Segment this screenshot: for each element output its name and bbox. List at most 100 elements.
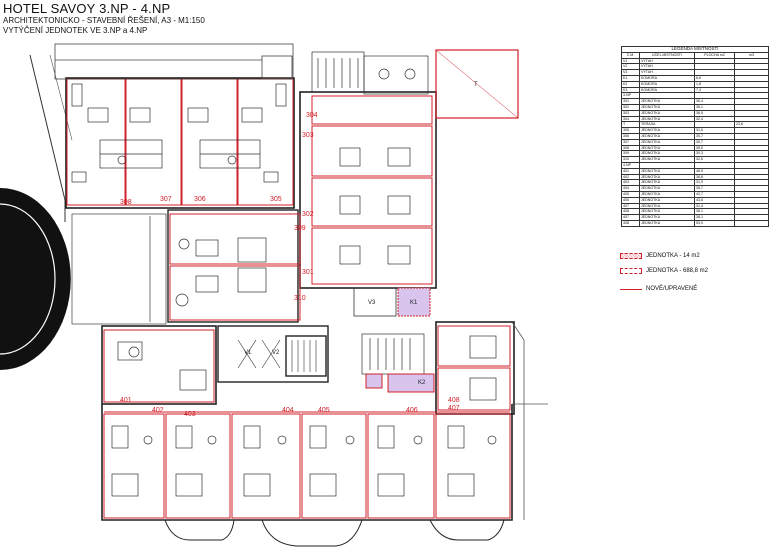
key-swatch-dashed (620, 268, 642, 274)
key-label: JEDNOTKA - 688,8 m2 (646, 268, 709, 274)
legend-cell (734, 138, 769, 146)
room-label: 307 (160, 196, 172, 203)
key-label: NOVÉ/UPRAVENÉ (646, 286, 698, 292)
key-new: NOVÉ/UPRAVENÉ (620, 286, 697, 292)
key-unit-total: JEDNOTKA - 688,8 m2 (620, 268, 708, 274)
mid-left-furniture (175, 237, 267, 307)
left-diagonal-wall-2 (49, 54, 73, 141)
terrace-diagonal (435, 49, 519, 119)
right-block-furniture (339, 55, 429, 265)
bay-windows (164, 519, 505, 547)
left-diagonal-wall (29, 54, 66, 222)
room-label: 301 (302, 269, 314, 276)
unit-401-border (103, 329, 215, 403)
storage-K1 (397, 287, 431, 317)
room-label: 406 (406, 407, 418, 414)
legend-cell: 53,0 (694, 219, 735, 227)
upper-wing-outline (65, 77, 295, 209)
storage-K2 (387, 373, 435, 393)
drawing-subtitle: ARCHITEKTONICKO - STAVEBNÍ ŘEŠENÍ, A3 - … (3, 16, 205, 25)
legend-cell (734, 202, 769, 210)
right-block-units (311, 95, 433, 285)
room-label: 306 (194, 196, 206, 203)
storage-label-k1: K1 (410, 300, 418, 306)
room-label: 302 (302, 211, 314, 218)
upper-stair (311, 51, 365, 93)
legend-cell (734, 214, 769, 221)
lower-wing-outline (101, 404, 513, 521)
legend-cell: 408 (621, 219, 640, 227)
room-label: 304 (306, 112, 318, 119)
core-block (217, 325, 329, 383)
legend-cell (734, 127, 769, 134)
legend-cell (734, 190, 769, 198)
legend-cell (734, 156, 769, 163)
elevator-label-v3: V3 (368, 300, 376, 306)
key-unit-small: JEDNOTKA - 14 m2 (620, 253, 700, 259)
upper-wing-units (66, 78, 294, 206)
mid-left-units (169, 213, 301, 321)
room-label: 404 (282, 407, 294, 414)
left-courtyard (71, 213, 167, 325)
drawing-title: HOTEL SAVOY 3.NP - 4.NP (3, 1, 171, 16)
core-stair (291, 340, 317, 372)
room-label: 405 (318, 407, 330, 414)
legend-cell (734, 150, 769, 158)
room-label: 308 (120, 199, 132, 206)
elevator-label-v2: V2 (272, 350, 280, 356)
legend-cell: JEDNOTKA (639, 219, 695, 227)
lower-wing-furniture (111, 425, 497, 497)
room-label: 407 (448, 405, 460, 412)
room-label: 408 (448, 397, 460, 404)
legend-cell (734, 132, 769, 140)
elevator-label-v1: V1 (244, 350, 252, 356)
unit-401-furniture (117, 341, 207, 391)
key-label: JEDNOTKA - 14 m2 (646, 253, 700, 259)
block-401-outline (101, 325, 217, 405)
room-legend-table: LEGENDA MÍSTNOSTÍ Č.M. ÚČEL MÍSTNOSTI PL… (621, 46, 769, 227)
upper-wing-furniture (71, 83, 287, 183)
legend-cell (734, 196, 769, 204)
circle-ring (0, 203, 56, 355)
unit-407-furniture (469, 335, 497, 401)
legend-cell (734, 179, 769, 187)
top-annex (54, 43, 294, 80)
legend-cell (734, 173, 769, 181)
room-label: 401 (120, 397, 132, 404)
key-swatch-hatched (620, 253, 642, 259)
legend-cell (734, 144, 769, 152)
dark-circle-fragment (0, 188, 71, 370)
room-label: 309 (294, 225, 306, 232)
elevator-marks (237, 339, 281, 369)
legend-title: LEGENDA MÍSTNOSTÍ (621, 46, 769, 52)
legend-row: 4.NP (621, 161, 769, 169)
legend-cell (734, 208, 769, 216)
legend-cell (734, 167, 769, 175)
room-label: 305 (270, 196, 282, 203)
units-407-408 (437, 325, 511, 411)
room-label: 310 (294, 295, 306, 302)
lower-stair (361, 333, 425, 375)
right-facade (511, 321, 548, 520)
terrace-label: T (474, 82, 478, 88)
drawing-subtitle-2: VYTÝČENÍ JEDNOTEK VE 3.NP a 4.NP (3, 26, 148, 35)
legend-cell (734, 185, 769, 192)
legend-col: m3 (734, 51, 769, 59)
elevator-V3 (353, 287, 397, 317)
right-block-outline (299, 91, 437, 289)
storage-small (365, 373, 383, 389)
